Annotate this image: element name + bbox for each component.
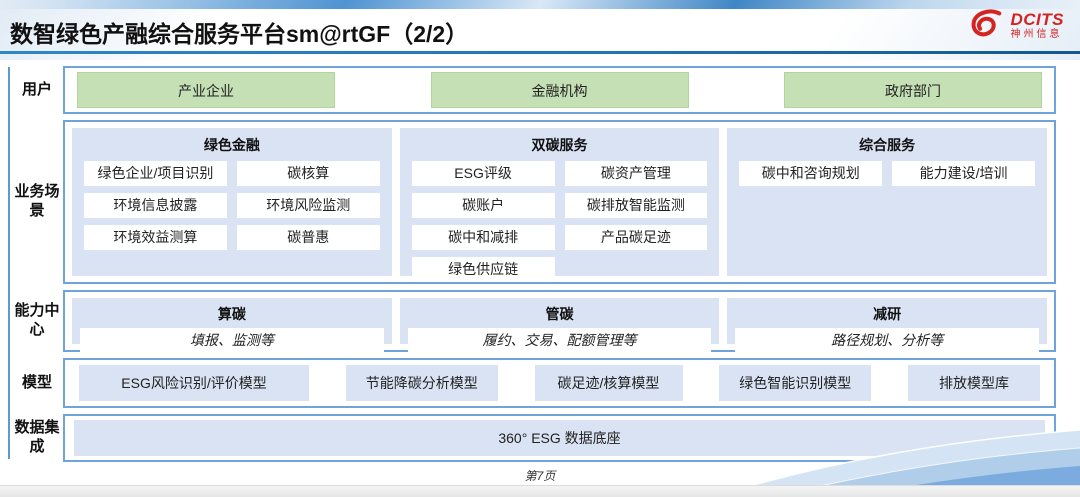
scenario-item: 碳排放智能监测 — [564, 193, 708, 218]
logo-brand-cn: 神州信息 — [1010, 28, 1063, 40]
scenario-item: 产品碳足迹 — [564, 225, 708, 250]
page-number: 第7页 — [524, 469, 556, 483]
row-label-capabilities: 能力中心 — [14, 302, 60, 338]
user-box-finance: 金融机构 — [430, 72, 689, 108]
row-label-users: 用户 — [21, 80, 52, 98]
logo-text: DCITS 神州信息 — [1011, 11, 1065, 40]
model-box-esg-risk: ESG风险识别/评价模型 — [79, 365, 309, 401]
title-underline — [0, 51, 1080, 54]
panel-dual-carbon: 双碳服务 ESG评级 碳资产管理 碳账户 碳排放智能监测 碳中和减排 产品碳足迹… — [399, 128, 720, 282]
scenario-item: 绿色企业/项目识别 — [84, 161, 227, 186]
scenario-item: 碳核算 — [236, 161, 380, 186]
data-base-box: 360° ESG 数据底座 — [74, 420, 1045, 456]
cap-detail-manage-carbon: 履约、交易、配额管理等 — [407, 328, 712, 352]
scenario-item: 环境信息披露 — [84, 193, 227, 218]
left-accent-rule — [8, 67, 10, 459]
data-integration-container: 360° ESG 数据底座 — [63, 414, 1056, 462]
scenario-item: 碳账户 — [411, 193, 555, 218]
page-title: 数智绿色产融综合服务平台sm@rtGF（2/2） — [10, 21, 469, 47]
scenario-item: 碳中和减排 — [411, 225, 555, 250]
panel-grid-dual-carbon: ESG评级 碳资产管理 碳账户 碳排放智能监测 碳中和减排 产品碳足迹 绿色供应… — [411, 161, 708, 282]
cap-panel-manage-carbon: 管碳 履约、交易、配额管理等 — [399, 298, 720, 352]
row-label-data-integration: 数据集成 — [14, 419, 60, 455]
model-box-emission-lib: 排放模型库 — [908, 365, 1040, 401]
row-label-models: 模型 — [21, 373, 52, 391]
logo-brand: DCITS — [1010, 9, 1064, 29]
model-box-footprint: 碳足迹/核算模型 — [534, 365, 683, 401]
panel-title-dual-carbon: 双碳服务 — [531, 137, 588, 153]
dcits-logo: DCITS 神州信息 — [970, 9, 1065, 41]
scenario-item: 绿色供应链 — [411, 257, 555, 282]
model-box-energy-saving: 节能降碳分析模型 — [345, 365, 498, 401]
row-capabilities: 能力中心 算碳 填报、监测等 管碳 履约、交易、配额管理等 减研 路径规划、分析… — [12, 290, 1056, 352]
model-box-green-ai: 绿色智能识别模型 — [719, 365, 872, 401]
panel-grid-comprehensive: 碳中和咨询规划 能力建设/培训 — [739, 161, 1036, 186]
cap-detail-count-carbon: 填报、监测等 — [80, 328, 384, 352]
panel-grid-green-finance: 绿色企业/项目识别 碳核算 环境信息披露 环境风险监测 环境效益测算 碳普惠 — [84, 161, 380, 250]
scenario-item: 环境风险监测 — [236, 193, 380, 218]
panel-title-green-finance: 绿色金融 — [203, 137, 260, 153]
capabilities-container: 算碳 填报、监测等 管碳 履约、交易、配额管理等 减研 路径规划、分析等 — [63, 290, 1056, 352]
cap-panel-count-carbon: 算碳 填报、监测等 — [72, 298, 392, 352]
scenario-item: 碳普惠 — [236, 225, 380, 250]
row-models: 模型 ESG风险识别/评价模型 节能降碳分析模型 碳足迹/核算模型 绿色智能识别… — [12, 358, 1056, 408]
cap-title-manage-carbon: 管碳 — [545, 306, 574, 322]
top-decor-band — [0, 0, 1080, 9]
row-data-integration: 数据集成 360° ESG 数据底座 — [12, 414, 1056, 462]
scenarios-container: 绿色金融 绿色企业/项目识别 碳核算 环境信息披露 环境风险监测 环境效益测算 … — [63, 120, 1056, 284]
bottom-gray-band — [0, 485, 1080, 497]
cap-panel-reduce-research: 减研 路径规划、分析等 — [727, 298, 1048, 352]
scenario-item: ESG评级 — [411, 161, 555, 186]
scenario-item: 环境效益测算 — [84, 225, 227, 250]
cap-detail-reduce-research: 路径规划、分析等 — [735, 328, 1040, 352]
panel-comprehensive: 综合服务 碳中和咨询规划 能力建设/培训 — [727, 128, 1048, 276]
dcits-swirl-icon — [971, 9, 1001, 37]
user-box-industry: 产业企业 — [77, 72, 335, 108]
scenario-item: 碳中和咨询规划 — [739, 161, 883, 186]
panel-green-finance: 绿色金融 绿色企业/项目识别 碳核算 环境信息披露 环境风险监测 环境效益测算 … — [72, 128, 392, 276]
scenario-item: 能力建设/培训 — [892, 161, 1036, 186]
cap-title-reduce-research: 减研 — [873, 306, 902, 322]
models-container: ESG风险识别/评价模型 节能降碳分析模型 碳足迹/核算模型 绿色智能识别模型 … — [63, 358, 1056, 408]
cap-title-count-carbon: 算碳 — [217, 306, 246, 322]
row-scenarios: 业务场景 绿色金融 绿色企业/项目识别 碳核算 环境信息披露 环境风险监测 环境… — [12, 120, 1056, 284]
users-container: 产业企业 金融机构 政府部门 — [63, 66, 1056, 114]
user-box-government: 政府部门 — [784, 72, 1042, 108]
row-users: 用户 产业企业 金融机构 政府部门 — [12, 66, 1056, 114]
panel-title-comprehensive: 综合服务 — [859, 137, 916, 153]
row-label-scenarios: 业务场景 — [14, 183, 60, 219]
scenario-item: 碳资产管理 — [564, 161, 708, 186]
